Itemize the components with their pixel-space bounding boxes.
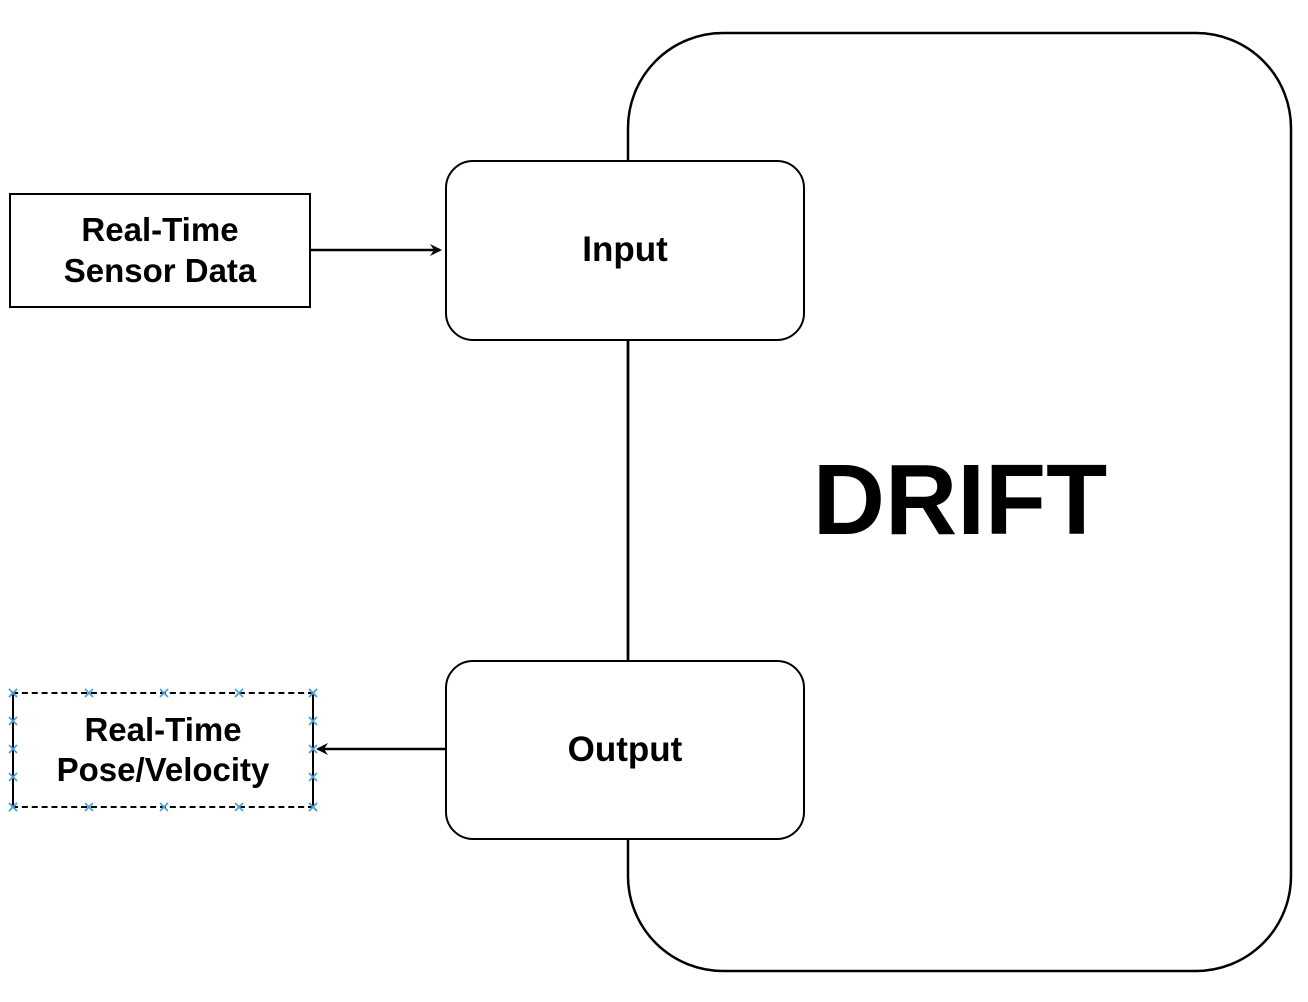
- pose-velocity-label-line2: Pose/Velocity: [56, 751, 270, 788]
- sensor-data-label: Real-Time Sensor Data: [64, 210, 257, 291]
- pose-velocity-label: Real-Time Pose/Velocity: [57, 710, 270, 791]
- sensor-data-label-line1: Real-Time: [81, 211, 239, 249]
- output-node[interactable]: Output: [445, 660, 805, 840]
- pose-velocity-label-line1: Real-Time: [84, 710, 242, 748]
- input-node-label: Input: [582, 230, 668, 270]
- input-node[interactable]: Input: [445, 160, 805, 341]
- sensor-data-label-line2: Sensor Data: [63, 251, 257, 289]
- drift-title: DRIFT: [812, 443, 1108, 556]
- output-node-label: Output: [567, 729, 683, 769]
- pose-velocity-node[interactable]: Real-Time Pose/Velocity: [12, 692, 314, 808]
- sensor-data-node[interactable]: Real-Time Sensor Data: [9, 193, 311, 308]
